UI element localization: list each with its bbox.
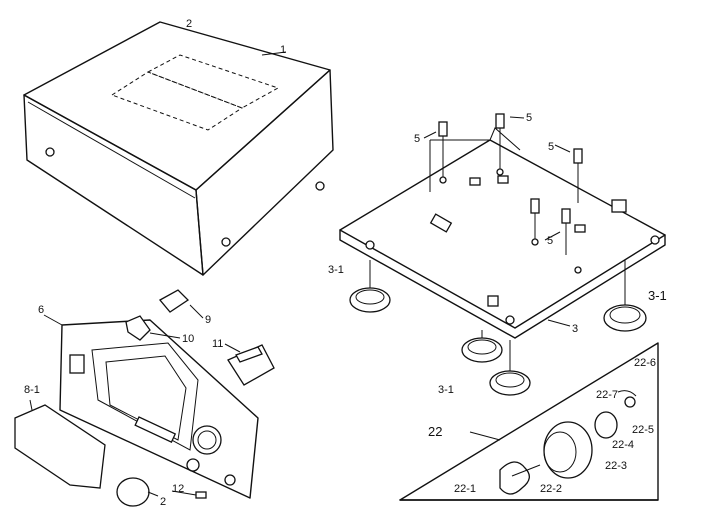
fan-assembly	[399, 342, 659, 501]
label-6: 6	[38, 304, 44, 316]
small-components	[125, 289, 275, 386]
label-8-1: 8-1	[24, 384, 40, 396]
label-2-top: 2	[186, 18, 192, 30]
feet	[349, 260, 647, 396]
panel-cover-knob	[14, 399, 207, 507]
label-12: 12	[172, 483, 184, 495]
label-22-6: 22-6	[634, 357, 656, 369]
part-labels: 2 1 5 5 5 5 3-1 3-1 3 3-1 6 9 10 11 8-1 …	[24, 18, 667, 508]
label-22: 22	[428, 424, 442, 439]
screws	[423, 113, 583, 274]
label-3: 3	[572, 323, 578, 335]
label-5c: 5	[548, 141, 554, 153]
label-10: 10	[182, 333, 194, 345]
label-22-3: 22-3	[605, 460, 627, 472]
label-22-2: 22-2	[540, 483, 562, 495]
label-3-1b: 3-1	[648, 288, 667, 303]
label-3-1c: 3-1	[438, 384, 454, 396]
label-5a: 5	[414, 133, 420, 145]
top-cover	[23, 21, 334, 276]
label-9: 9	[205, 314, 211, 326]
label-3-1a: 3-1	[328, 264, 344, 276]
label-22-7: 22-7	[596, 389, 618, 401]
label-5d: 5	[547, 235, 553, 247]
label-22-5: 22-5	[632, 424, 654, 436]
label-5b: 5	[526, 112, 532, 124]
label-11: 11	[212, 338, 223, 350]
label-2-bottom: 2	[160, 496, 166, 508]
label-22-4: 22-4	[612, 439, 634, 451]
label-1: 1	[280, 44, 286, 56]
label-22-1: 22-1	[454, 483, 476, 495]
chassis	[339, 127, 666, 339]
